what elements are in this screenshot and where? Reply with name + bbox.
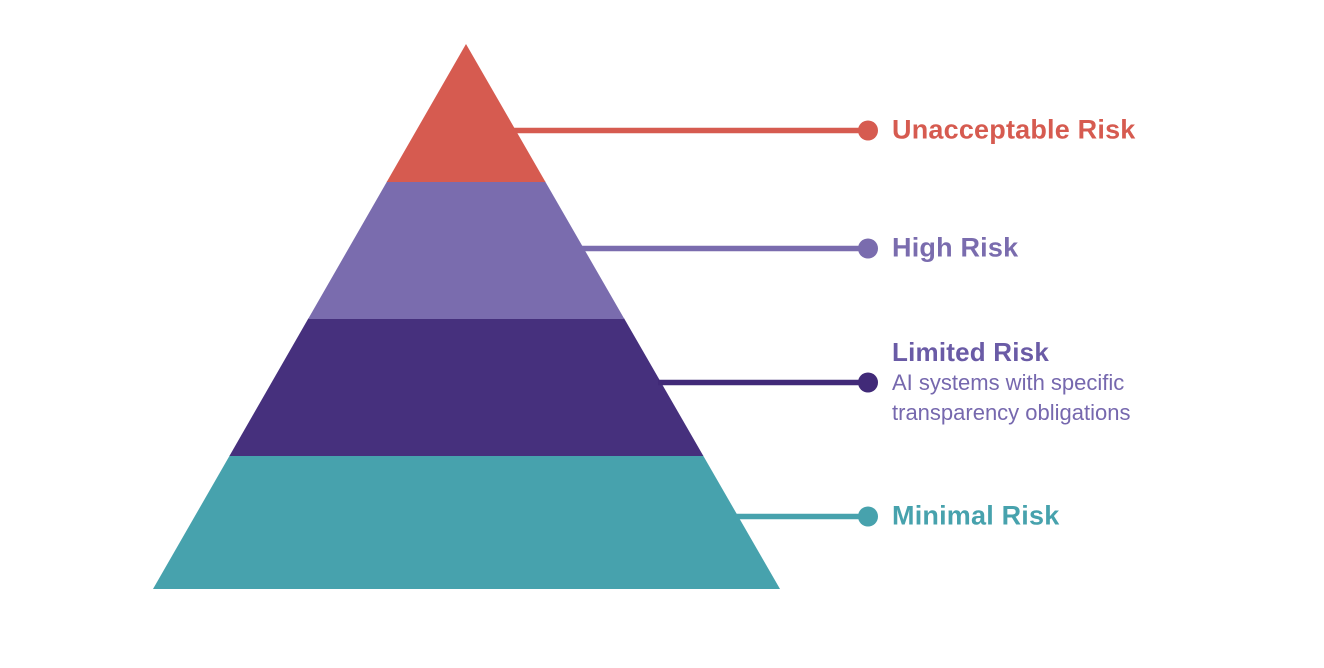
label-limited-risk: Limited Risk <box>892 337 1049 367</box>
pyramid-level-unacceptable-risk <box>386 44 546 182</box>
label-unacceptable-risk: Unacceptable Risk <box>892 114 1136 145</box>
label-high-risk: High Risk <box>892 232 1019 263</box>
pyramid-level-high-risk <box>308 181 625 319</box>
label-minimal-risk: Minimal Risk <box>892 500 1060 531</box>
connector-dot-high-risk <box>858 238 878 259</box>
pyramid-level-limited-risk <box>229 318 704 456</box>
label-limited-risk-description-line1: AI systems with specific <box>892 370 1125 395</box>
connector-dot-limited-risk <box>858 372 878 393</box>
connector-dot-unacceptable-risk <box>858 120 878 141</box>
pyramid-level-minimal-risk <box>153 455 780 589</box>
label-limited-risk-block: Limited Risk AI systems with specific tr… <box>892 336 1130 428</box>
connector-dot-minimal-risk <box>858 506 878 527</box>
label-limited-risk-description-line2: transparency obligations <box>892 400 1131 425</box>
